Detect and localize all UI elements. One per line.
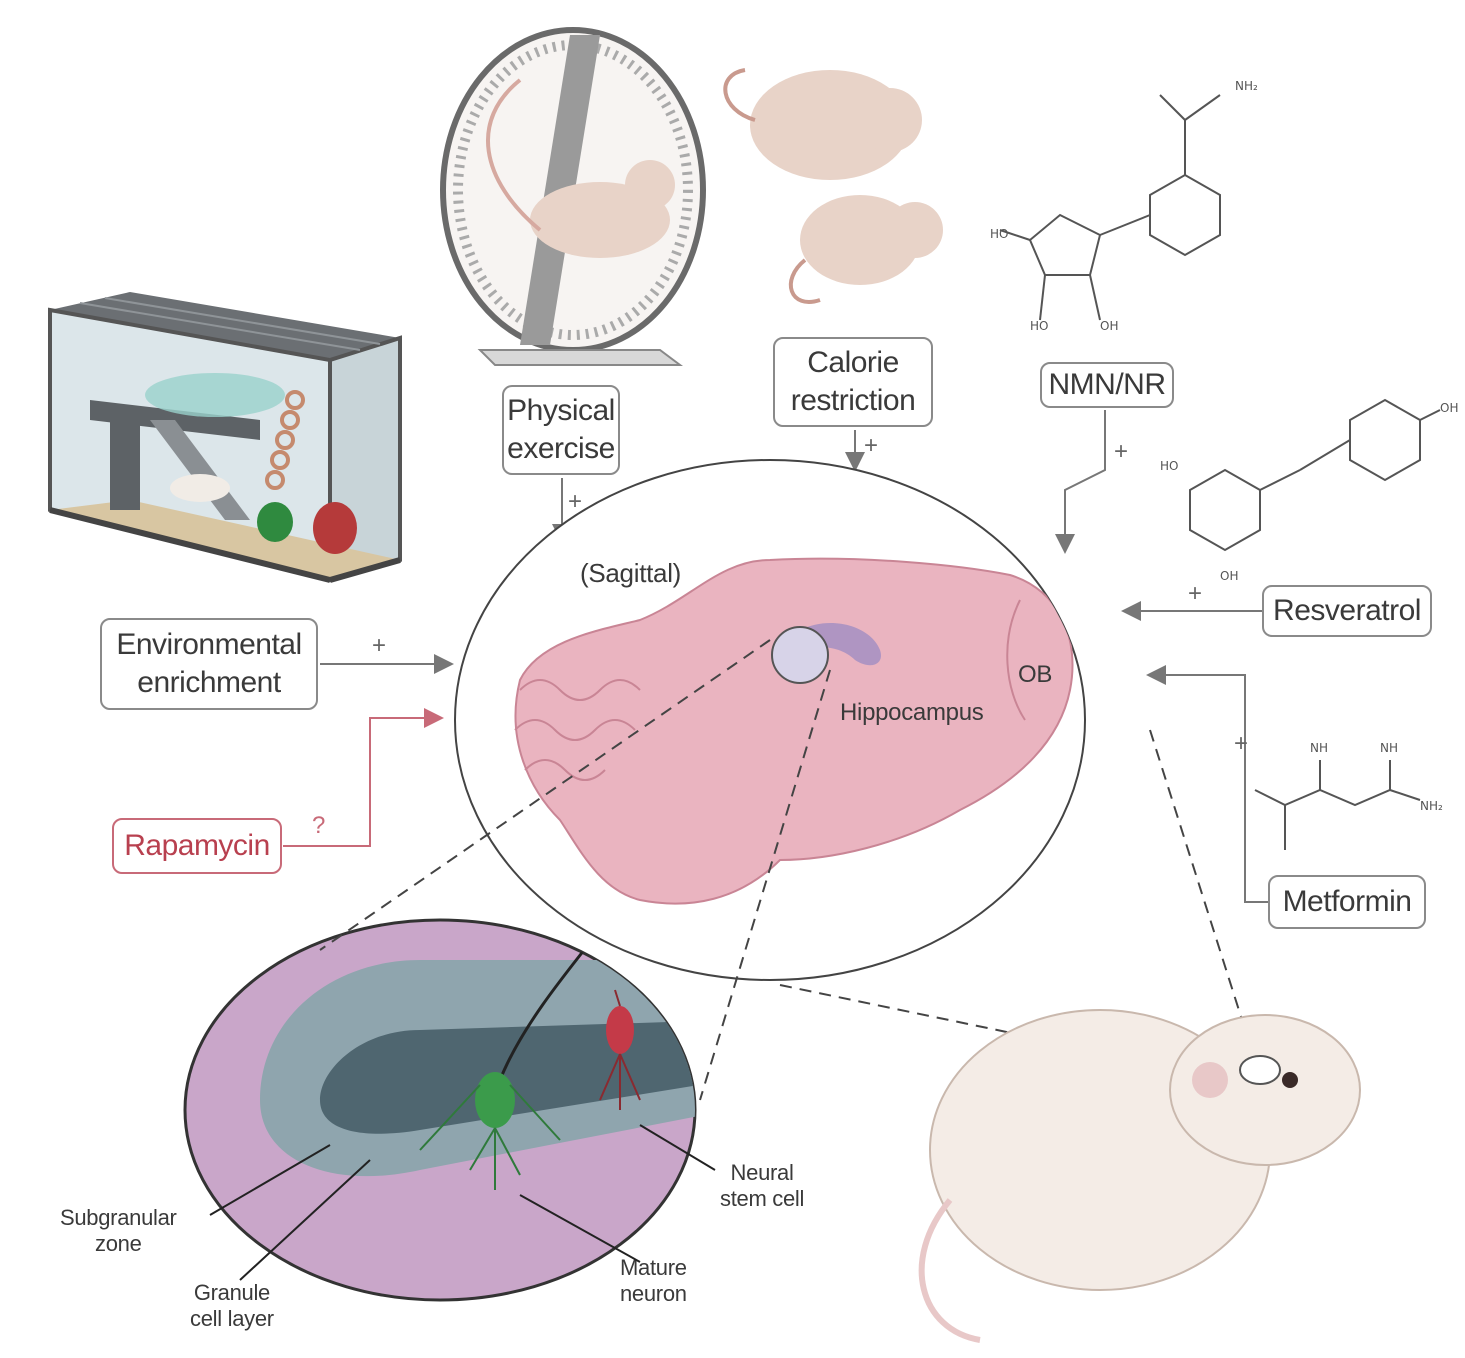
- nmn-arrow: [1055, 410, 1106, 554]
- resveratrol-box: Resveratrol: [1262, 585, 1432, 637]
- metformin-box: Metformin: [1268, 875, 1426, 929]
- svg-text:OH: OH: [1220, 569, 1238, 583]
- mature-neuron-label: Mature neuron: [620, 1255, 687, 1306]
- svg-text:NH₂: NH₂: [1420, 799, 1443, 813]
- rapamycin-arrow: [283, 708, 444, 847]
- resveratrol-effect: +: [1188, 580, 1203, 607]
- nmn-structure-icon: [999, 94, 1221, 321]
- neural-stem-cell: [419, 1072, 561, 1190]
- mice-icon: [723, 68, 943, 304]
- nmn-nr-box: NMN/NR: [1040, 362, 1174, 408]
- calorie-restriction-box: Calorie restriction: [773, 337, 933, 427]
- svg-text:NH: NH: [1310, 741, 1328, 755]
- nmn-effect: +: [1114, 438, 1129, 465]
- svg-text:HO: HO: [1160, 459, 1178, 473]
- hippocampus-label: Hippocampus: [840, 699, 984, 726]
- resveratrol-structure-icon: [1189, 398, 1441, 552]
- svg-text:NH₂: NH₂: [1235, 79, 1258, 93]
- metformin-structure-icon: [1254, 760, 1421, 850]
- granule-cell-layer-label: Granule cell layer: [190, 1280, 274, 1331]
- rapamycin-effect: ?: [312, 812, 326, 839]
- rapamycin-box: Rapamycin: [112, 818, 282, 874]
- svg-text:OH: OH: [1100, 319, 1118, 333]
- subgranular-zone-label: Subgranular zone: [60, 1205, 177, 1256]
- inset-dentate-gyrus: [183, 918, 697, 1302]
- metformin-effect: +: [1234, 730, 1249, 757]
- brain-section: [514, 557, 1074, 905]
- brain-ellipse: [454, 459, 1086, 981]
- svg-text:HO: HO: [990, 227, 1008, 241]
- enrichment-effect: +: [372, 632, 387, 659]
- svg-text:HO: HO: [1030, 319, 1048, 333]
- svg-text:NH: NH: [1380, 741, 1398, 755]
- ob-label: OB: [1018, 661, 1053, 688]
- neural-stem-cell-label: Neural stem cell: [720, 1160, 805, 1211]
- environmental-enrichment-box: Environmental enrichment: [100, 618, 318, 710]
- mouse-cage-icon: [48, 292, 402, 583]
- mature-neuron: [599, 989, 641, 1110]
- exercise-effect: +: [568, 488, 583, 515]
- calorie-effect: +: [864, 432, 879, 459]
- sagittal-label: (Sagittal): [580, 558, 682, 588]
- metformin-arrow: [1146, 665, 1268, 903]
- rat-icon: [918, 1009, 1361, 1343]
- svg-text:OH: OH: [1440, 401, 1458, 415]
- running-wheel-icon: [440, 27, 706, 366]
- physical-exercise-box: Physical exercise: [502, 385, 620, 475]
